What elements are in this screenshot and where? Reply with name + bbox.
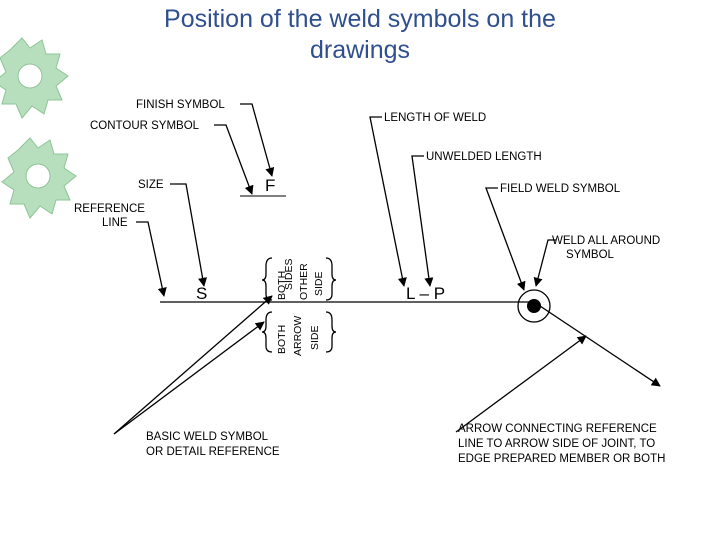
reference-line-label-2: LINE xyxy=(102,217,128,229)
upper-left-brace xyxy=(261,257,273,301)
field-weld-leader xyxy=(485,187,526,291)
finish-letter: F xyxy=(265,176,275,195)
field-weld-flag-icon xyxy=(527,299,541,313)
both-sides-bottom-label: SIDES xyxy=(283,258,295,290)
other-bottom-label: SIDE xyxy=(313,271,325,296)
length-of-weld-leader xyxy=(369,116,407,287)
size-letter: S xyxy=(196,284,207,303)
arrow-connecting-label-3: EDGE PREPARED MEMBER OR BOTH xyxy=(458,453,665,465)
arrow-bottom-label: SIDE xyxy=(309,325,321,350)
lower-right-brace xyxy=(325,311,337,353)
weld-all-around-label-1: WELD ALL AROUND xyxy=(552,235,660,247)
reference-line-leader xyxy=(136,221,167,297)
weld-all-around-leader xyxy=(533,239,556,287)
lower-left-brace xyxy=(261,311,273,353)
other-top-label: OTHER xyxy=(298,263,310,300)
gear-decoration-icon xyxy=(0,37,77,219)
weld-all-around-circle-icon xyxy=(517,289,551,323)
size-leader xyxy=(170,183,208,287)
reference-line-label-1: REFERENCE xyxy=(74,203,145,215)
length-of-weld-label: LENGTH OF WELD xyxy=(384,112,486,124)
both-lower-label: BOTH xyxy=(276,325,288,354)
basic-weld-label-1: BASIC WELD SYMBOL xyxy=(146,431,269,443)
size-label: SIZE xyxy=(138,179,164,191)
contour-symbol-label: CONTOUR SYMBOL xyxy=(90,120,200,132)
arrow-connecting-label-1: ARROW CONNECTING REFERENCE xyxy=(458,423,657,435)
length-pitch: L – P xyxy=(406,284,445,303)
title-line-2: drawings xyxy=(309,36,411,64)
field-weld-symbol-label: FIELD WELD SYMBOL xyxy=(500,183,621,195)
upper-right-brace xyxy=(325,257,337,301)
contour-symbol-leader xyxy=(214,124,254,195)
finish-symbol-label: FINISH SYMBOL xyxy=(136,99,225,111)
arrow-top-label: ARROW xyxy=(292,316,304,356)
page-title: Position of the weld symbols on the draw… xyxy=(0,4,720,66)
unwelded-length-leader xyxy=(411,155,434,287)
weld-all-around-label-2: SYMBOL xyxy=(566,249,615,261)
title-line-1: Position of the weld symbols on the xyxy=(164,5,556,33)
unwelded-length-label: UNWELDED LENGTH xyxy=(426,151,542,163)
basic-weld-label-2: OR DETAIL REFERENCE xyxy=(146,446,280,458)
basic-weld-leader-2 xyxy=(113,321,265,435)
arrow-line xyxy=(533,301,661,387)
finish-symbol-leader xyxy=(240,103,275,177)
arrow-connecting-leader xyxy=(455,335,587,433)
arrow-connecting-label-2: LINE TO ARROW SIDE OF JOINT, TO xyxy=(458,438,655,450)
both-sides-top-label: BOTH xyxy=(276,271,288,300)
basic-weld-leader-1 xyxy=(113,295,273,435)
